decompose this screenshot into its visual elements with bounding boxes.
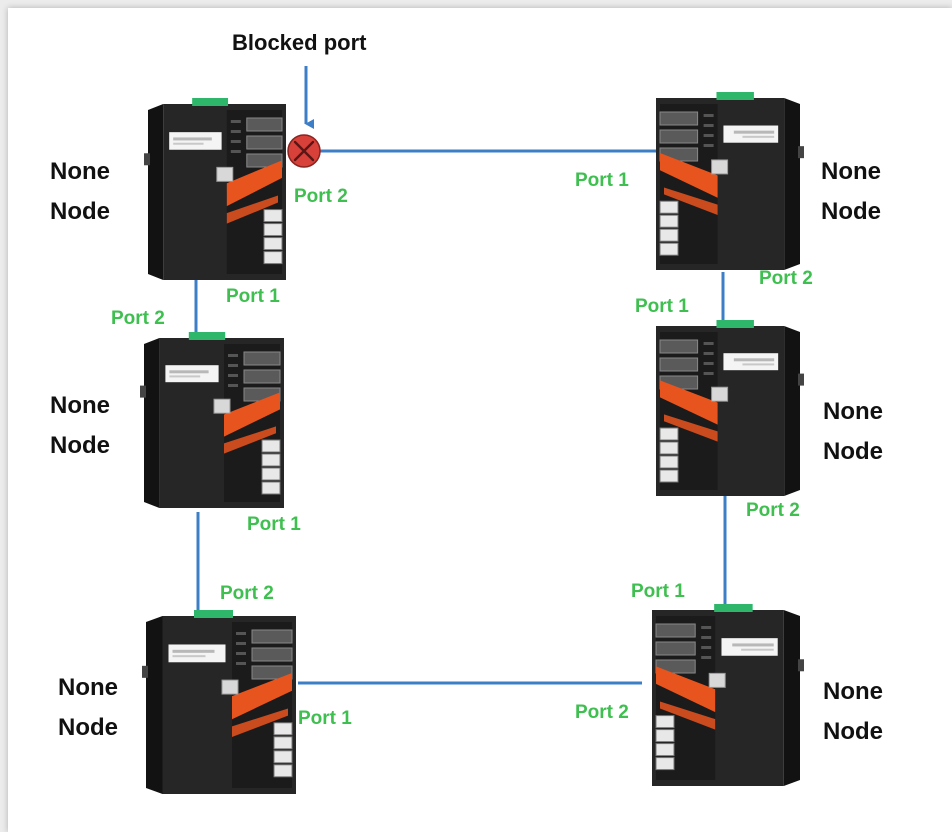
port-label-sw3-port2: Port 2 bbox=[220, 583, 274, 604]
ethernet-port bbox=[273, 764, 293, 778]
port-label-sw2-port1: Port 1 bbox=[247, 514, 301, 535]
blocked-port-x-icon bbox=[287, 134, 321, 168]
ethernet-port bbox=[261, 467, 281, 481]
rj45-port bbox=[711, 386, 729, 402]
port-label-sw5-port1: Port 1 bbox=[635, 296, 689, 317]
switches-layer bbox=[140, 92, 804, 794]
rj45-port bbox=[708, 672, 726, 688]
device-sticker bbox=[165, 365, 219, 383]
device-sticker bbox=[721, 638, 778, 656]
port-label-sw1-port2: Port 2 bbox=[294, 186, 348, 207]
terminal-block bbox=[194, 610, 233, 618]
ethernet-port bbox=[273, 750, 293, 764]
ethernet-port bbox=[659, 200, 679, 214]
ethernet-port bbox=[261, 453, 281, 467]
terminal-block bbox=[714, 604, 753, 612]
switch-sw2 bbox=[140, 332, 284, 508]
ethernet-port bbox=[659, 214, 679, 228]
ethernet-port bbox=[659, 228, 679, 242]
rj45-port bbox=[213, 398, 231, 414]
ring-topology-diagram bbox=[140, 66, 804, 794]
ethernet-port bbox=[659, 427, 679, 441]
port-label-sw4-port1: Port 1 bbox=[631, 581, 685, 602]
ethernet-port bbox=[261, 439, 281, 453]
sfp-port bbox=[251, 629, 293, 644]
device-sticker bbox=[168, 644, 226, 663]
sfp-port bbox=[655, 623, 696, 638]
ethernet-port bbox=[263, 223, 283, 237]
port-label-sw2-port2: Port 2 bbox=[111, 308, 165, 329]
sfp-port bbox=[243, 369, 281, 384]
links-layer bbox=[194, 149, 727, 685]
port-label-sw5-port2: Port 2 bbox=[746, 500, 800, 521]
rj45-port bbox=[216, 166, 234, 182]
ethernet-port bbox=[655, 715, 675, 729]
terminal-block bbox=[192, 98, 229, 106]
port-label-sw4-port2: Port 2 bbox=[575, 702, 629, 723]
accent-stripe bbox=[660, 153, 718, 198]
sfp-port bbox=[246, 117, 283, 132]
sfp-port bbox=[659, 111, 699, 126]
ethernet-port bbox=[659, 441, 679, 455]
sfp-port bbox=[659, 339, 699, 354]
ethernet-port bbox=[655, 743, 675, 757]
ethernet-port bbox=[273, 722, 293, 736]
accent-stripe bbox=[660, 380, 718, 425]
port-label-sw6-port2: Port 2 bbox=[759, 268, 813, 289]
accent-stripe bbox=[232, 672, 292, 720]
accent-stripe bbox=[656, 666, 716, 713]
ethernet-port bbox=[655, 729, 675, 743]
sfp-port bbox=[246, 135, 283, 150]
sfp-port bbox=[251, 647, 293, 662]
ethernet-port bbox=[263, 251, 283, 265]
port-label-sw6-port1-right: Port 1 bbox=[575, 170, 629, 191]
ethernet-port bbox=[263, 209, 283, 223]
terminal-block bbox=[716, 320, 754, 328]
switch-sw4 bbox=[652, 604, 804, 786]
ethernet-port bbox=[659, 242, 679, 256]
device-sticker bbox=[723, 353, 779, 371]
accent-stripe bbox=[224, 392, 280, 437]
ethernet-port bbox=[273, 736, 293, 750]
ethernet-port bbox=[263, 237, 283, 251]
device-sticker bbox=[169, 132, 222, 150]
ethernet-port bbox=[261, 481, 281, 495]
ethernet-port bbox=[655, 757, 675, 771]
terminal-block bbox=[716, 92, 754, 100]
sfp-port bbox=[659, 357, 699, 372]
accent-stripe bbox=[226, 160, 282, 207]
port-label-sw6-port1: Port 1 bbox=[226, 286, 280, 307]
switch-sw3 bbox=[142, 610, 296, 794]
sfp-port bbox=[243, 351, 281, 366]
overlay-layer bbox=[287, 66, 321, 168]
rj45-port bbox=[711, 159, 729, 175]
switch-sw6 bbox=[656, 92, 804, 270]
sfp-port bbox=[655, 641, 696, 656]
terminal-block bbox=[188, 332, 226, 340]
port-label-sw3-port1: Port 1 bbox=[298, 708, 352, 729]
ethernet-port bbox=[659, 469, 679, 483]
rj45-port bbox=[221, 679, 239, 695]
ethernet-port bbox=[659, 455, 679, 469]
switch-sw5 bbox=[656, 320, 804, 496]
switch-sw1 bbox=[144, 98, 286, 280]
sfp-port bbox=[251, 665, 293, 680]
sfp-port bbox=[659, 129, 699, 144]
device-sticker bbox=[723, 125, 779, 143]
blocked-port-title: Blocked port bbox=[232, 30, 367, 55]
